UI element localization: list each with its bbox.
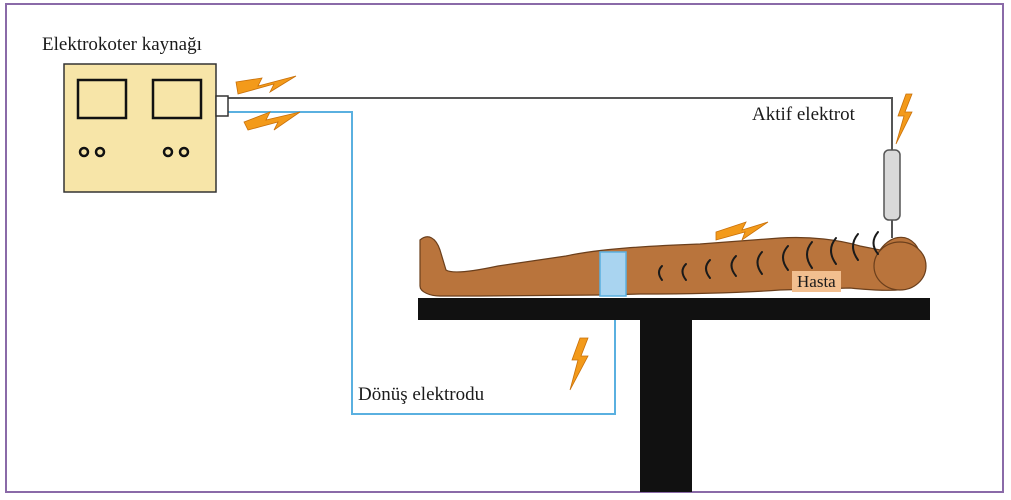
spark-icon-active [896, 94, 912, 144]
spark-icon-output-upper [236, 76, 296, 94]
patient-label: Hasta [792, 271, 841, 292]
spark-icon-output-lower [244, 112, 300, 130]
operating-table [418, 298, 930, 492]
return-electrode-pad [600, 252, 626, 296]
device-output-port [216, 96, 228, 116]
spark-icon-body [716, 222, 768, 240]
active-electrode-label: Aktif elektrot [752, 104, 855, 126]
active-electrode-pen [884, 150, 900, 238]
electrocautery-source-label: Elektrokoter kaynağı [42, 34, 202, 56]
patient-body [420, 237, 926, 296]
spark-icon-return [570, 338, 588, 390]
electrocautery-unit [64, 64, 228, 192]
return-electrode-label: Dönüş elektrodu [358, 384, 484, 406]
